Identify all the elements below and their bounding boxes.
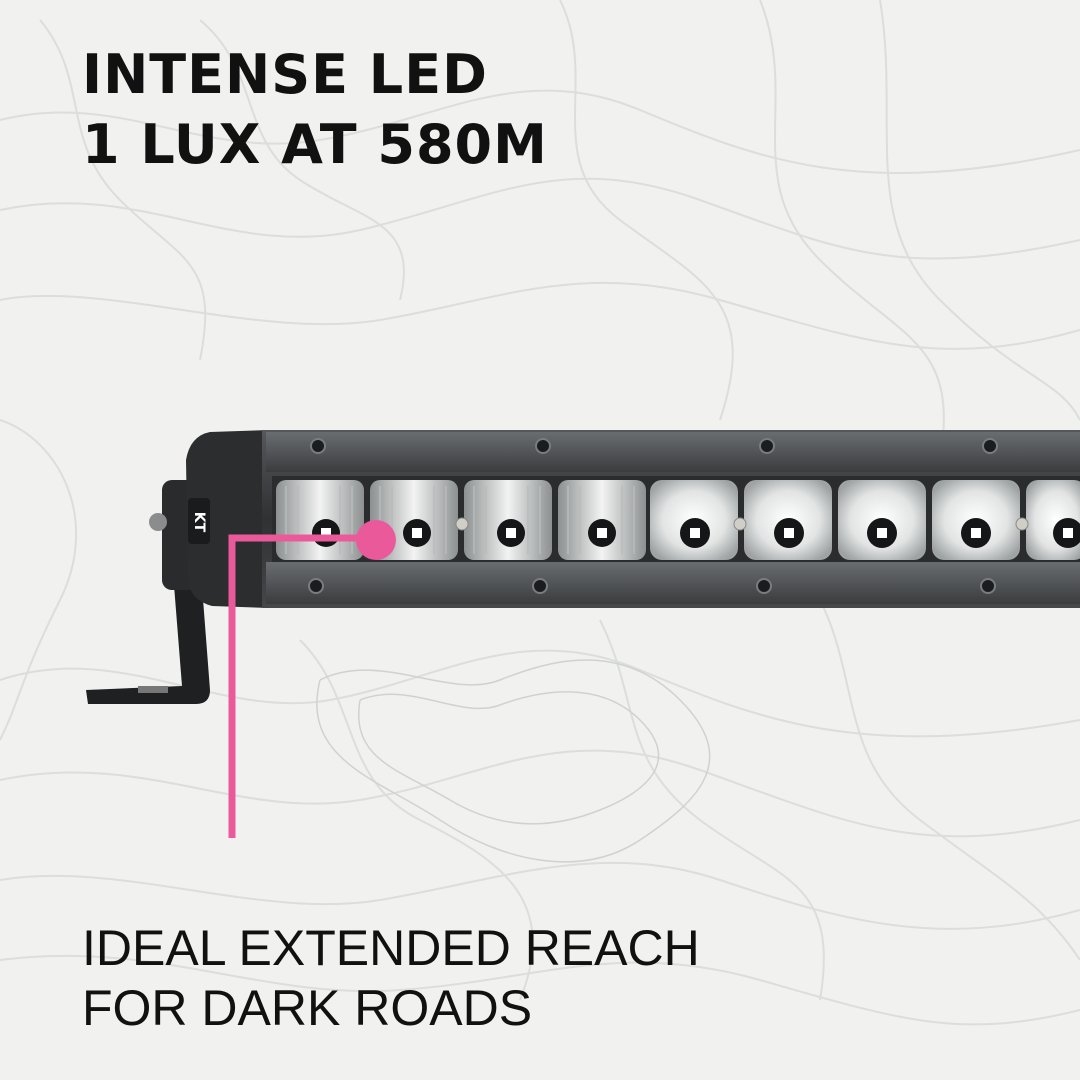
caption-line-1: IDEAL EXTENDED REACH xyxy=(82,920,700,976)
led-emitters xyxy=(312,517,1080,548)
callout-pointer xyxy=(228,520,396,838)
headline-line-1: INTENSE LED xyxy=(82,43,488,106)
headline: INTENSE LED 1 LUX AT 580M xyxy=(82,40,548,180)
headline-line-2: 1 LUX AT 580M xyxy=(82,113,548,176)
brand-badge: KT xyxy=(191,512,207,533)
feature-caption: IDEAL EXTENDED REACH FOR DARK ROADS xyxy=(82,918,700,1038)
caption-line-2: FOR DARK ROADS xyxy=(82,980,533,1036)
